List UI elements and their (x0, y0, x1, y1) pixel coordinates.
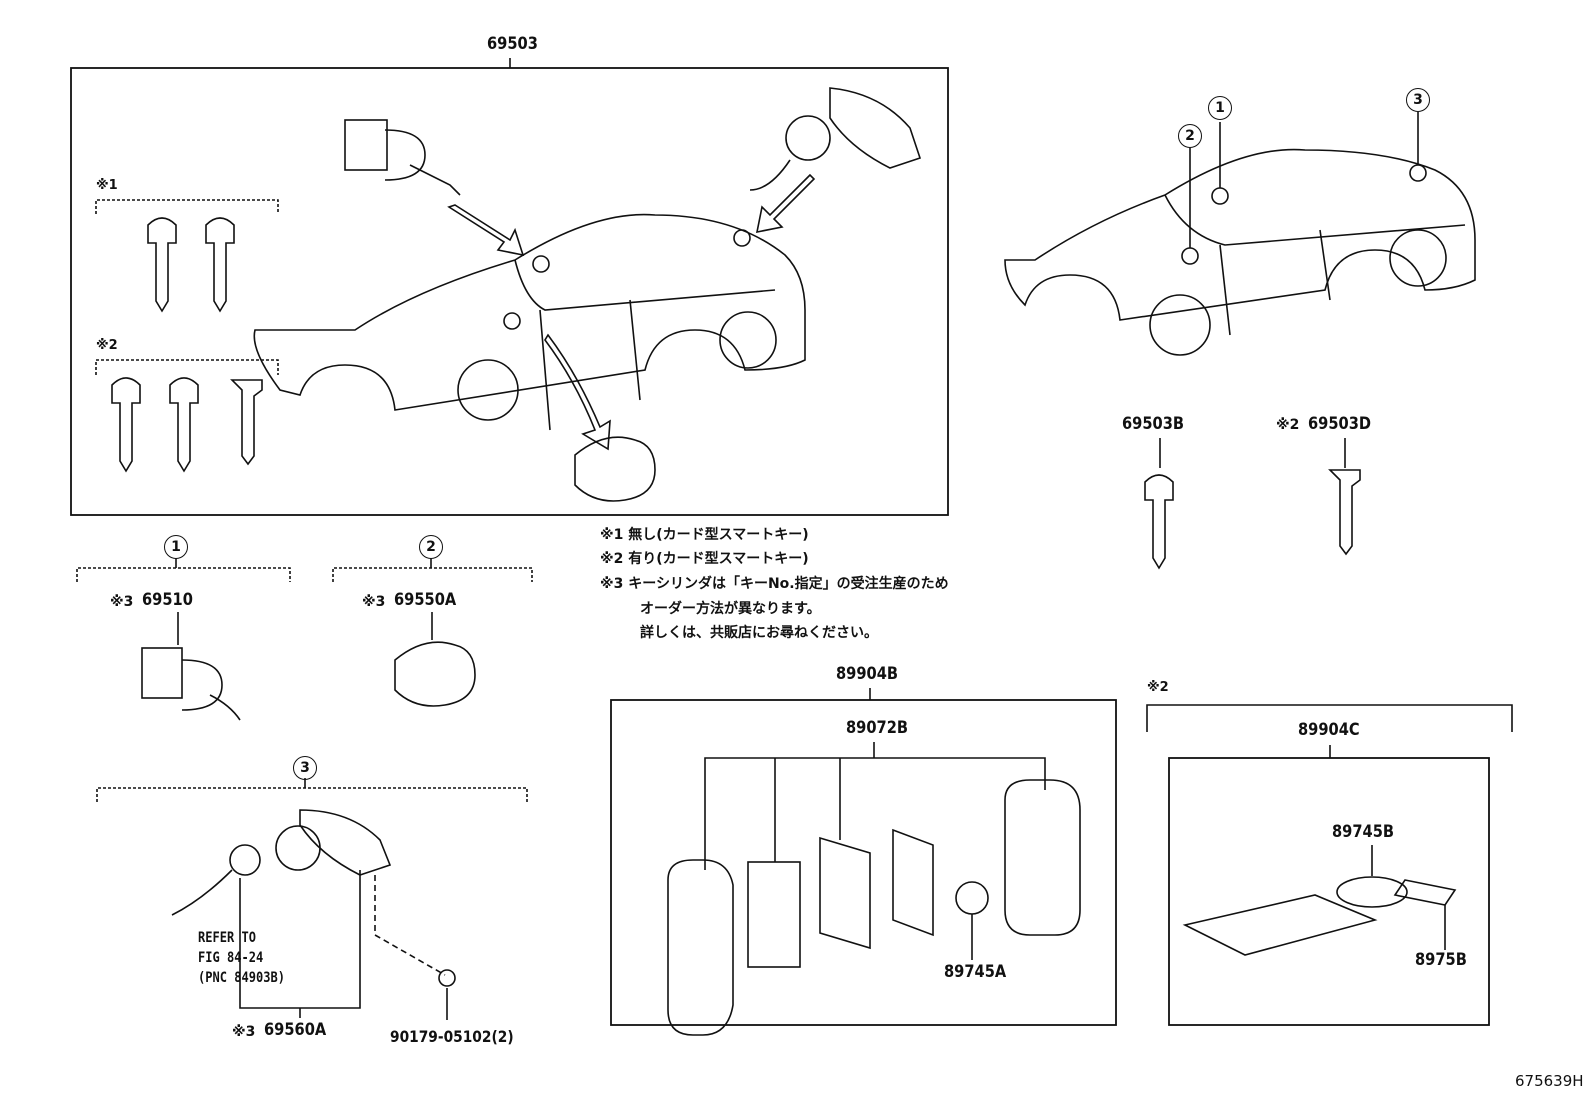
note-3b: オーダー方法が異なります。 (640, 601, 821, 617)
mark-89904C: ※2 (1147, 680, 1169, 695)
label-89904C: 89904C (1298, 720, 1360, 740)
label-89072B: 89072B (846, 718, 909, 738)
ref-circle-3: 3 (1406, 88, 1430, 112)
mark-69510: ※3 (110, 594, 134, 610)
label-89745A: 89745A (944, 962, 1007, 982)
refer-line-3: (PNC 84903B) (198, 970, 285, 986)
label-8975B: 8975B (1415, 950, 1467, 970)
note-2: ※2 有り(カード型スマートキー) (600, 551, 809, 567)
ref-circle-1-detail: 1 (164, 535, 188, 559)
ref-circle-2-detail: 2 (419, 535, 443, 559)
label-69560A: 69560A (264, 1020, 327, 1040)
mark-69550A: ※3 (362, 594, 386, 610)
label-69503: 69503 (487, 34, 538, 54)
note-3: ※3 キーシリンダは「キーNo.指定」の受注生産のため (600, 576, 949, 592)
label-69503D: 69503D (1308, 414, 1372, 434)
label-89745B: 89745B (1332, 822, 1395, 842)
refer-line-2: FIG 84-24 (198, 950, 264, 966)
ref-circle-2: 2 (1178, 124, 1202, 148)
note-1: ※1 無し(カード型スマートキー) (600, 527, 809, 543)
group-mark-2: ※2 (96, 338, 118, 353)
label-69550A: 69550A (394, 590, 457, 610)
ref-circle-3-detail: 3 (293, 756, 317, 780)
note-3c: 詳しくは、共販店にお尋ねください。 (640, 625, 878, 641)
group-mark-1: ※1 (96, 178, 118, 193)
label-69510: 69510 (142, 590, 193, 610)
ref-circle-1: 1 (1208, 96, 1232, 120)
figure-code: 675639H (1515, 1072, 1584, 1090)
label-90179: 90179-05102(2) (390, 1027, 514, 1046)
label-69503B: 69503B (1122, 414, 1185, 434)
label-89904B: 89904B (836, 664, 899, 684)
mark-69560A: ※3 (232, 1024, 256, 1040)
refer-line-1: REFER TO (198, 930, 256, 946)
mark-69503D: ※2 (1276, 417, 1300, 433)
